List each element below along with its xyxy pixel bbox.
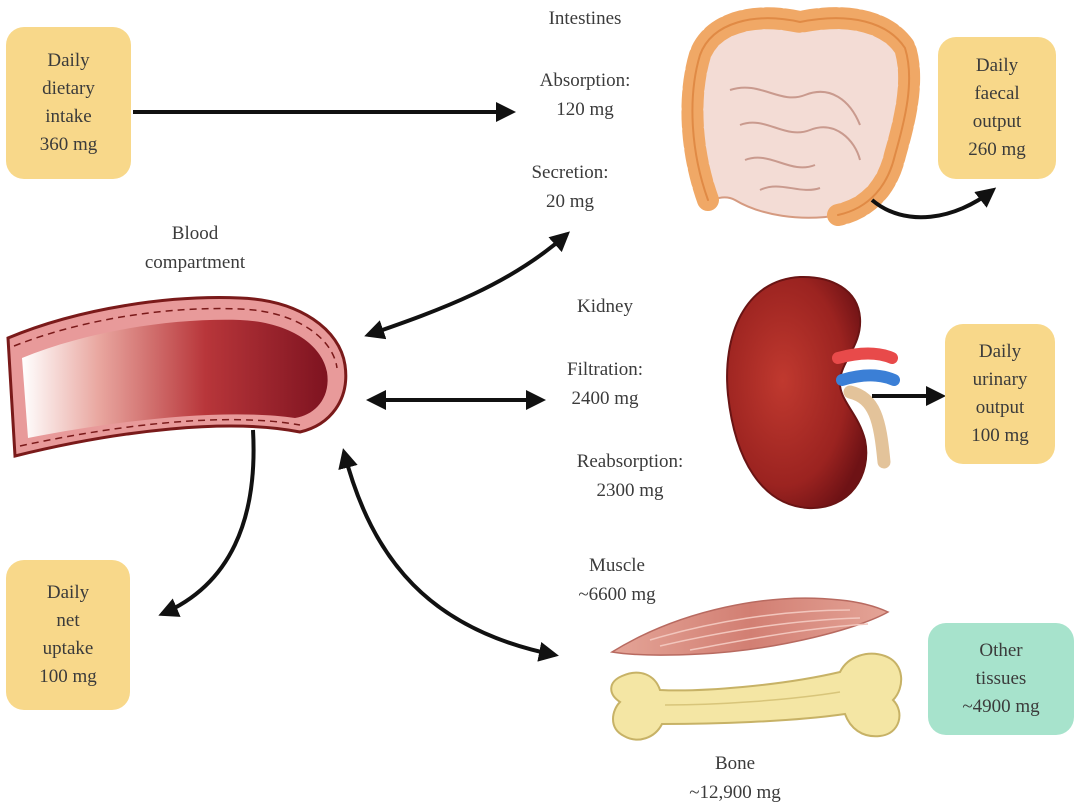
fecal-line-3: output bbox=[972, 111, 1022, 132]
urinary-line-2: urinary bbox=[972, 369, 1028, 390]
daily-dietary-intake-box: Daily dietary intake 360 mg bbox=[6, 27, 131, 179]
filtration-label: Filtration: 2400 mg bbox=[567, 359, 643, 409]
flow-arrows bbox=[133, 102, 997, 662]
fecal-line-2: faecal bbox=[974, 83, 1020, 104]
fecal-line-4: 260 mg bbox=[968, 139, 1026, 160]
fecal-line-1: Daily bbox=[975, 55, 1019, 76]
muscle-icon bbox=[609, 597, 890, 656]
blood-vessel-icon bbox=[6, 296, 348, 458]
other-tissues-box: Other tissues ~4900 mg bbox=[928, 623, 1074, 735]
secretion-to-blood-arrow bbox=[364, 231, 570, 340]
urinary-line-4: 100 mg bbox=[971, 425, 1029, 446]
net-uptake-line-3: uptake bbox=[42, 638, 94, 659]
net-uptake-line-4: 100 mg bbox=[39, 666, 97, 687]
intestines-icon bbox=[681, 7, 921, 226]
intestines-label: Intestines bbox=[548, 8, 622, 29]
reabsorption-label: Reabsorption: 2300 mg bbox=[576, 451, 684, 501]
daily-fecal-output-box: Daily faecal output 260 mg bbox=[938, 37, 1056, 179]
kidney-label: Kidney bbox=[577, 296, 633, 317]
kidney-icon bbox=[726, 275, 900, 510]
blood-to-net-uptake-arrow bbox=[158, 429, 256, 617]
intake-line-2: dietary bbox=[42, 78, 95, 99]
tissues-line-1: Other bbox=[979, 640, 1023, 661]
blood-to-tissues-arrow bbox=[338, 448, 559, 662]
bone-label: Bone ~12,900 mg bbox=[689, 753, 781, 803]
urinary-line-1: Daily bbox=[978, 341, 1022, 362]
intake-line-1: Daily bbox=[47, 50, 90, 71]
tissues-line-3: ~4900 mg bbox=[962, 696, 1040, 717]
absorption-label: Absorption: 120 mg bbox=[539, 70, 631, 120]
daily-urinary-output-box: Daily urinary output 100 mg bbox=[945, 324, 1055, 464]
intestines-to-fecal-arrow bbox=[870, 187, 997, 220]
blood-compartment-label: Blood compartment bbox=[144, 223, 246, 273]
net-uptake-line-1: Daily bbox=[46, 582, 90, 603]
tissues-line-2: tissues bbox=[975, 668, 1027, 689]
intake-line-3: intake bbox=[45, 106, 92, 127]
bone-icon bbox=[610, 652, 903, 741]
muscle-label: Muscle ~6600 mg bbox=[578, 555, 656, 605]
net-uptake-line-2: net bbox=[56, 610, 80, 631]
intake-line-4: 360 mg bbox=[39, 134, 98, 155]
secretion-label: Secretion: 20 mg bbox=[531, 162, 609, 212]
daily-net-uptake-box: Daily net uptake 100 mg bbox=[6, 560, 130, 710]
urinary-line-3: output bbox=[975, 397, 1025, 418]
